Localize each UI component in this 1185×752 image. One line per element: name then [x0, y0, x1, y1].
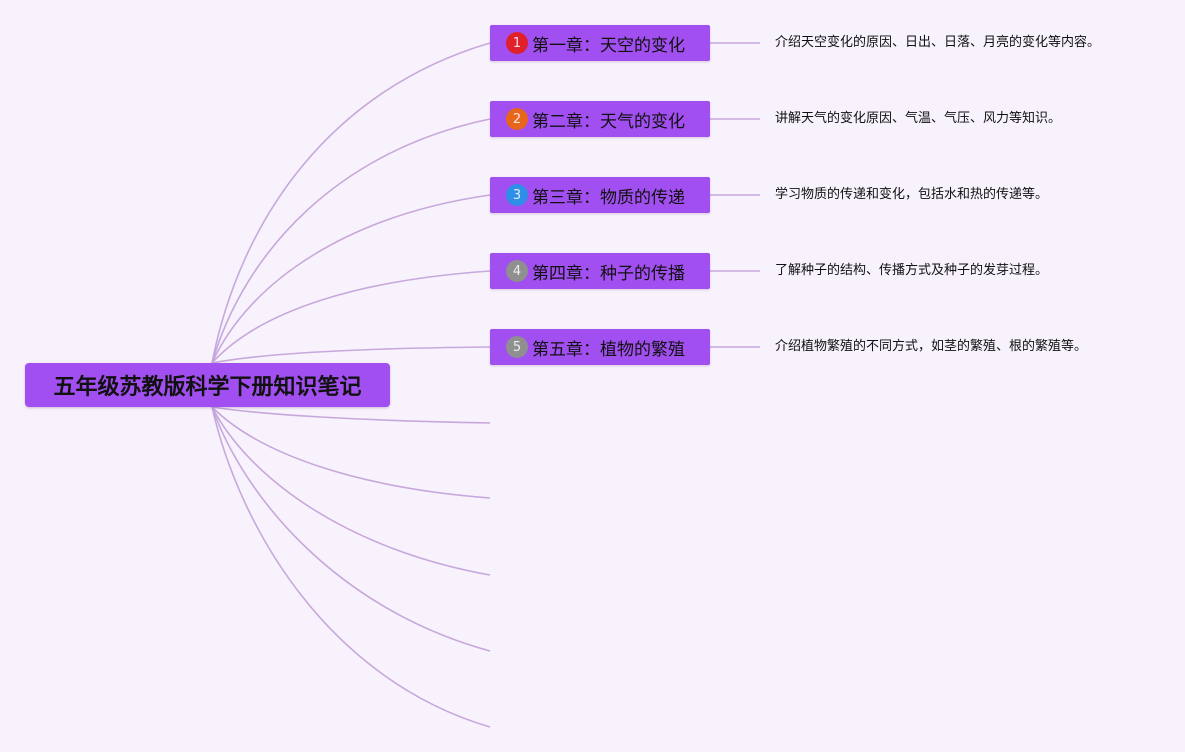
branch-line-4 — [211, 270, 491, 364]
chapter-node-2[interactable]: 2 第二章：天气的变化 — [490, 101, 710, 137]
number-badge-icon: 2 — [506, 108, 528, 130]
chapter-label: 第五章：植物的繁殖 — [532, 339, 685, 360]
chapter-note-1[interactable]: 介绍天空变化的原因、日出、日落、月亮的变化等内容。 — [775, 35, 1101, 50]
chapter-label: 第一章：天空的变化 — [532, 35, 685, 56]
branch-line-6 — [211, 406, 491, 424]
number-badge-icon: 4 — [506, 260, 528, 282]
chapter-label: 第二章：天气的变化 — [532, 111, 685, 132]
chapter-note-2[interactable]: 讲解天气的变化原因、气温、气压、风力等知识。 — [775, 111, 1062, 126]
branch-line-7 — [211, 406, 491, 499]
root-node[interactable]: 五年级苏教版科学下册知识笔记 — [25, 363, 390, 407]
branch-line-2 — [211, 118, 491, 364]
root-title: 五年级苏教版科学下册知识笔记 — [53, 375, 362, 400]
branch-line-10 — [211, 406, 491, 728]
chapter-node-4[interactable]: 4 第四章：种子的传播 — [490, 253, 710, 289]
branch-line-8 — [211, 406, 491, 576]
chapter-note-5[interactable]: 介绍植物繁殖的不同方式，如茎的繁殖、根的繁殖等。 — [775, 339, 1088, 354]
branch-line-1 — [211, 42, 491, 364]
branch-line-3 — [211, 194, 491, 364]
chapter-node-1[interactable]: 1 第一章：天空的变化 — [490, 25, 710, 61]
number-badge-icon: 3 — [506, 184, 528, 206]
chapter-label: 第三章：物质的传递 — [532, 187, 685, 208]
chapter-note-4[interactable]: 了解种子的结构、传播方式及种子的发芽过程。 — [775, 263, 1049, 278]
number-badge-icon: 5 — [506, 336, 528, 358]
chapter-node-3[interactable]: 3 第三章：物质的传递 — [490, 177, 710, 213]
branch-line-5 — [211, 346, 491, 364]
chapter-label: 第四章：种子的传播 — [532, 263, 685, 284]
chapter-node-5[interactable]: 5 第五章：植物的繁殖 — [490, 329, 710, 365]
number-badge-icon: 1 — [506, 32, 528, 54]
chapter-note-3[interactable]: 学习物质的传递和变化，包括水和热的传递等。 — [775, 187, 1049, 202]
branch-line-9 — [211, 406, 491, 652]
